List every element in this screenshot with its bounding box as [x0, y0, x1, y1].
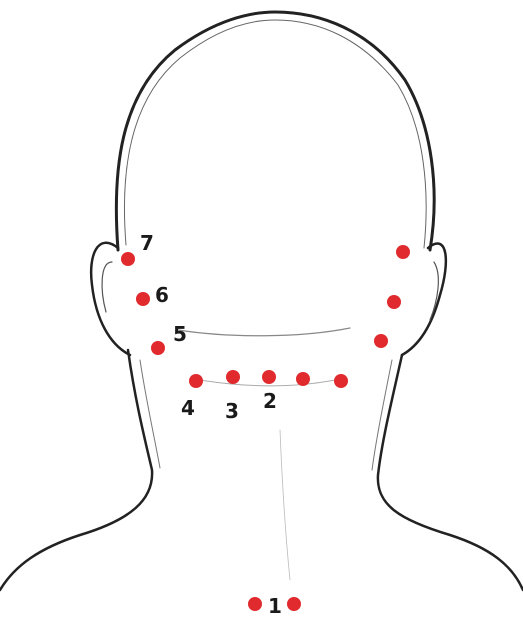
- label-5: 5: [173, 322, 187, 346]
- head-outline: [116, 12, 434, 250]
- label-7: 7: [140, 231, 154, 255]
- point-4-right: [334, 374, 348, 388]
- left-neck: [0, 350, 152, 590]
- point-4: [189, 374, 203, 388]
- label-3: 3: [225, 399, 239, 423]
- point-6-right: [387, 295, 401, 309]
- right-ear: [402, 244, 446, 355]
- back-crease: [280, 430, 290, 580]
- hairline: [178, 328, 350, 336]
- right-neck: [378, 355, 523, 590]
- point-labels: 1 2 3 4 5 6 7: [140, 231, 282, 618]
- left-ear-inner: [102, 262, 112, 312]
- label-1: 1: [268, 594, 282, 618]
- label-6: 6: [155, 283, 169, 307]
- left-neck-shade: [140, 360, 160, 468]
- point-7-right: [396, 245, 410, 259]
- point-2: [262, 370, 276, 384]
- label-4: 4: [181, 396, 195, 420]
- label-2: 2: [263, 389, 277, 413]
- point-7: [121, 252, 135, 266]
- head-sketch: [0, 12, 523, 590]
- point-1-left: [248, 597, 262, 611]
- point-1-right: [287, 597, 301, 611]
- point-5: [151, 341, 165, 355]
- point-3: [226, 370, 240, 384]
- point-2-right: [296, 372, 310, 386]
- point-6: [136, 292, 150, 306]
- point-5-right: [374, 334, 388, 348]
